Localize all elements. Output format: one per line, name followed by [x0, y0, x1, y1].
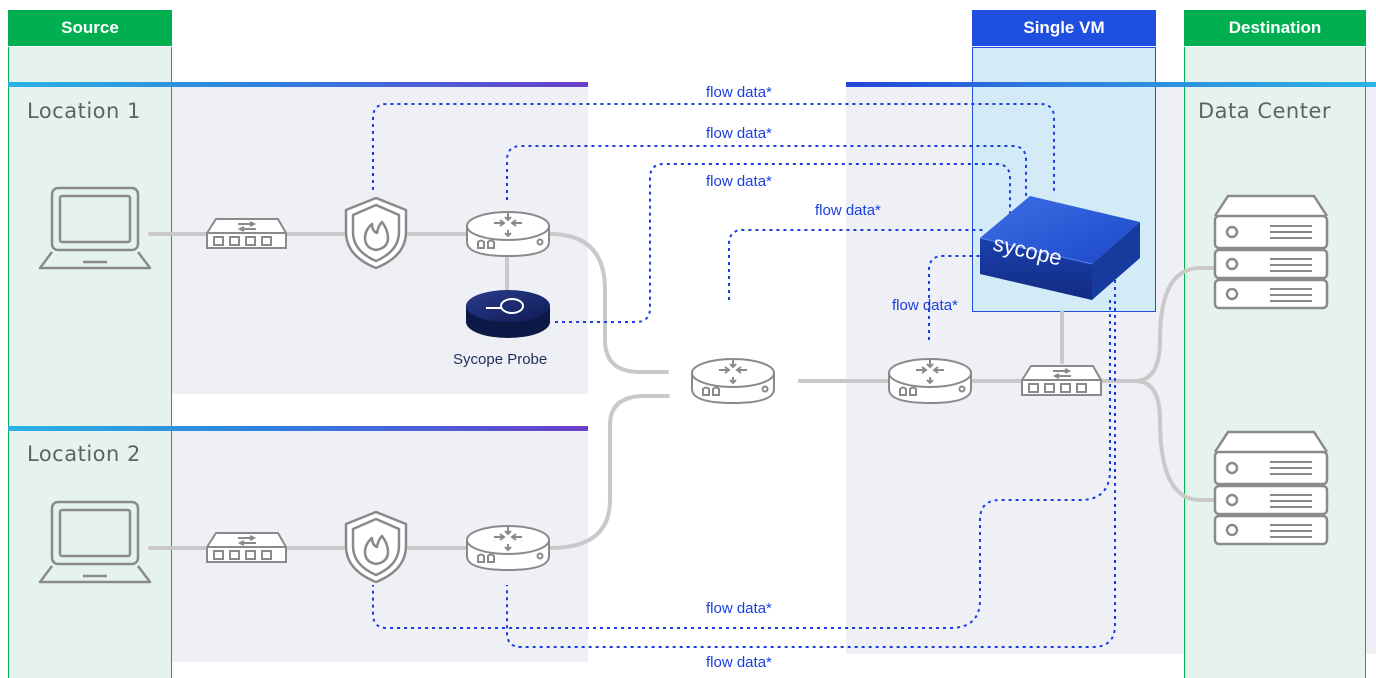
- flow-label: flow data*: [706, 173, 772, 190]
- laptop-icon: [38, 186, 152, 270]
- firewall-shield-icon: [344, 196, 408, 270]
- destination-zone: [1184, 47, 1366, 678]
- sycope-probe-label: Sycope Probe: [453, 351, 548, 368]
- location1-label: Location 1: [27, 99, 141, 123]
- switch-icon: [206, 532, 287, 563]
- single-vm-header: Single VM: [972, 10, 1156, 46]
- firewall-shield-icon: [344, 510, 408, 584]
- location2-top-bar: [8, 426, 588, 431]
- flow-label: flow data*: [815, 202, 881, 219]
- flow-label: flow data*: [706, 654, 772, 671]
- datacenter-top-bar: [846, 82, 1376, 87]
- probe-device-icon: [466, 290, 550, 338]
- source-header: Source: [8, 10, 172, 46]
- location1-top-bar: [8, 82, 588, 87]
- router-icon: [466, 211, 550, 258]
- location2-label: Location 2: [27, 442, 141, 466]
- data-center-label: Data Center: [1198, 99, 1331, 123]
- router-icon: [888, 358, 972, 405]
- laptop-icon: [38, 500, 152, 584]
- switch-icon: [206, 218, 287, 249]
- server-icon: [1213, 430, 1329, 546]
- flow-paths: [372, 103, 1116, 648]
- destination-header: Destination: [1184, 10, 1366, 46]
- flow-label: flow data*: [706, 600, 772, 617]
- router-icon: [691, 358, 775, 405]
- server-icon: [1213, 194, 1329, 310]
- flow-label: flow data*: [706, 125, 772, 142]
- sycope-appliance-icon: [979, 196, 1140, 300]
- switch-icon: [1021, 365, 1102, 396]
- flow-label: flow data*: [892, 297, 958, 314]
- network-links: [148, 232, 1217, 550]
- flow-label: flow data*: [706, 84, 772, 101]
- router-icon: [466, 525, 550, 572]
